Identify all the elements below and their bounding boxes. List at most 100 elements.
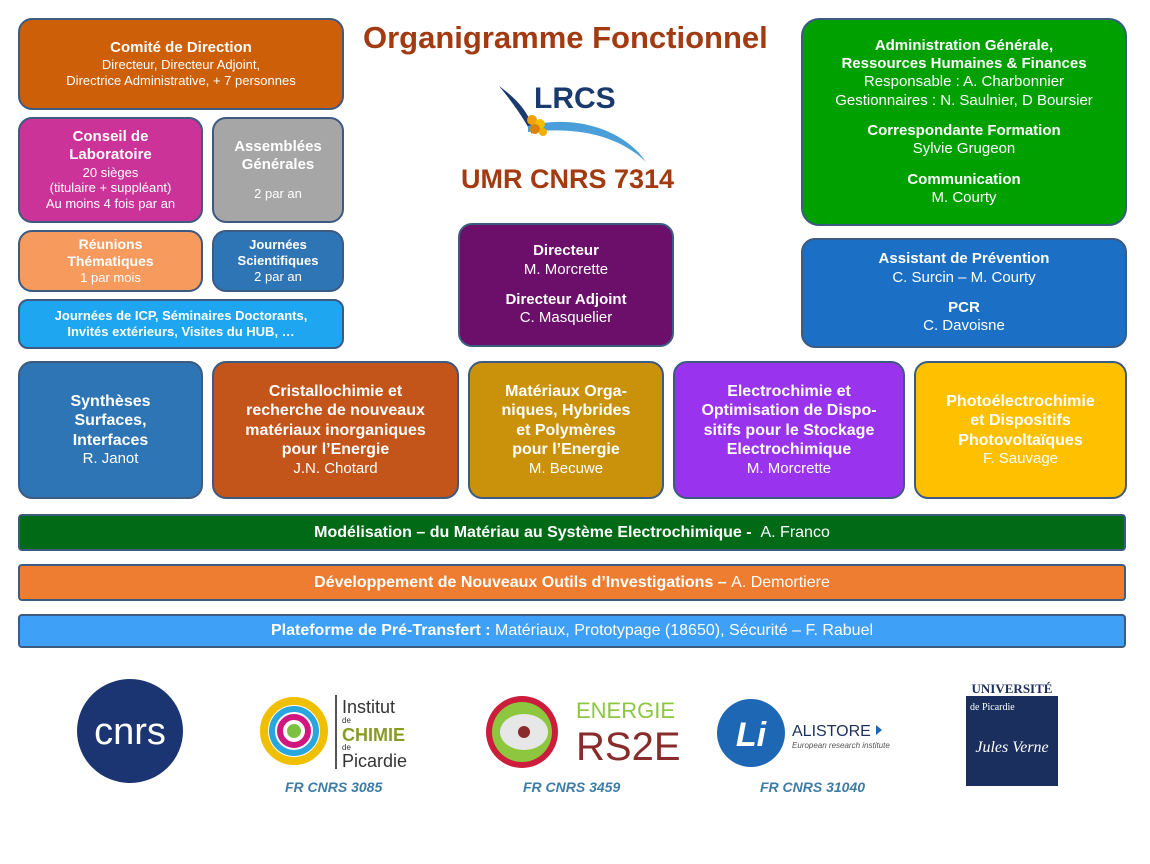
rs2e-logo-rs2e: RS2E	[576, 725, 681, 769]
lrcs-text: LRCS	[534, 82, 616, 115]
theme-box-cristallochimie: Cristallochimie et recherche de nouveaux…	[212, 361, 459, 499]
theme-title-line: pour l’Energie	[281, 441, 390, 459]
directeur-adjoint-name: C. Masquelier	[519, 309, 613, 327]
modelisation-label: Modélisation – du Matériau au Système El…	[314, 523, 752, 541]
icp-line2: Invités extérieurs, Visites du HUB, …	[67, 324, 295, 339]
developpement-person: A. Demortiere	[731, 573, 830, 591]
admin-responsable: Responsable : A. Charbonnier	[863, 73, 1065, 91]
admin-formation-title: Correspondante Formation	[867, 122, 1061, 139]
pcr-title: PCR	[948, 299, 980, 316]
theme-title-line: pour l’Energie	[512, 441, 620, 459]
theme-title-line: Electrochimie et	[727, 382, 851, 400]
theme-title-line: et Dispositifs	[970, 412, 1071, 430]
alistore-logo-subtitle: European research institute	[792, 741, 890, 750]
theme-title-line: Synthèses	[70, 392, 151, 410]
fr-cnrs-3085: FR CNRS 3085	[285, 779, 383, 795]
theme-title-line: Photovoltaïques	[958, 431, 1083, 449]
journees-box: Journées Scientifiques 2 par an	[212, 230, 344, 292]
theme-title-line: Electrochimique	[726, 441, 852, 459]
lrcs-swoosh-right	[528, 121, 646, 162]
prevention-title: Assistant de Prévention	[878, 250, 1050, 268]
icp-line1: Journées de ICP, Séminaires Doctorants,	[54, 308, 308, 324]
plateforme-detail: Matériaux, Prototypage (18650), Sécurité…	[495, 622, 874, 639]
fr-cnrs-3459: FR CNRS 3459	[523, 779, 621, 795]
directeur-adjoint-title: Directeur Adjoint	[505, 291, 627, 308]
admin-communication-name: M. Courty	[931, 188, 997, 206]
journees-freq: 2 par an	[254, 268, 302, 284]
icp-logo: Institut de CHIMIE de Picardie	[260, 695, 407, 771]
directeur-name: M. Morcrette	[523, 260, 609, 278]
umr-label: UMR CNRS 7314	[461, 164, 675, 194]
reunions-freq: 1 par mois	[80, 270, 141, 286]
icp-logo-de2: de	[342, 743, 351, 752]
theme-person: M. Becuwe	[528, 459, 604, 477]
admin-formation-name: Sylvie Grugeon	[912, 140, 1016, 158]
comite-title: Comité de Direction	[110, 38, 252, 56]
icp-logo-chimie: CHIMIE	[342, 725, 405, 745]
prevention-box: Assistant de Prévention C. Surcin – M. C…	[801, 238, 1127, 348]
icp-events-box: Journées de ICP, Séminaires Doctorants, …	[18, 299, 344, 349]
assemblees-title2: Générales	[241, 156, 315, 174]
upjv-logo: UNIVERSITÉ de Picardie Jules Verne	[966, 681, 1058, 786]
conseil-laboratoire-box: Conseil de Laboratoire 20 sièges (titula…	[18, 117, 203, 223]
directeur-box: Directeur M. Morcrette Directeur Adjoint…	[458, 223, 674, 347]
admin-communication-title: Communication	[907, 170, 1021, 188]
alistore-logo-name: ALISTORE	[792, 723, 871, 740]
prevention-names: C. Surcin – M. Courty	[892, 268, 1036, 286]
conseil-title1: Conseil de	[72, 127, 149, 145]
conseil-line2: (titulaire + suppléant)	[49, 180, 172, 196]
theme-person: J.N. Chotard	[293, 459, 378, 477]
plateforme-bar: Plateforme de Pré-Transfert : Matériaux,…	[18, 614, 1126, 648]
alistore-logo: Li ALISTORE European research institute	[717, 699, 890, 767]
reunions-title1: Réunions	[78, 235, 143, 252]
administration-box: Administration Générale, Ressources Huma…	[801, 18, 1127, 226]
journees-title2: Scientifiques	[237, 253, 319, 269]
reunions-box: Réunions Thématiques 1 par mois	[18, 230, 203, 292]
theme-box-materiaux-organiques: Matériaux Orga- niques, Hybrides et Poly…	[468, 361, 664, 499]
comite-line1: Directeur, Directeur Adjoint,	[101, 57, 261, 73]
theme-title-line: niques, Hybrides	[501, 402, 631, 420]
theme-title-line: Matériaux Orga-	[505, 382, 627, 400]
rs2e-logo-energie: ENERGIE	[576, 698, 675, 723]
page-title: Organigramme Fonctionnel	[363, 20, 768, 55]
theme-person: F. Sauvage	[982, 450, 1059, 468]
reunions-title2: Thématiques	[67, 253, 154, 270]
icp-logo-picardie: Picardie	[342, 751, 407, 771]
theme-person: M. Morcrette	[746, 459, 832, 477]
modelisation-person: A. Franco	[760, 523, 830, 541]
fr-cnrs-31040: FR CNRS 31040	[760, 779, 866, 795]
theme-person: R. Janot	[82, 450, 139, 468]
comite-direction-box: Comité de Direction Directeur, Directeur…	[18, 18, 344, 110]
upjv-logo-signature: Jules Verne	[975, 739, 1048, 756]
cnrs-logo-text: cnrs	[94, 711, 166, 753]
theme-title-line: Optimisation de Dispo-	[701, 402, 877, 420]
theme-title-line: et Polymères	[516, 421, 616, 439]
assemblees-title1: Assemblées	[234, 137, 322, 155]
developpement-label: Développement de Nouveaux Outils d’Inves…	[314, 573, 727, 591]
upjv-logo-picardie: de Picardie	[970, 702, 1015, 713]
theme-box-electrochimie: Electrochimie et Optimisation de Dispo- …	[673, 361, 905, 499]
theme-title-line: sitifs pour le Stockage	[703, 421, 875, 439]
theme-title-line: Surfaces,	[74, 412, 147, 430]
conseil-line3: Au moins 4 fois par an	[45, 196, 176, 212]
conseil-line1: 20 sièges	[82, 164, 139, 180]
theme-title-line: matériaux inorganiques	[245, 421, 426, 439]
modelisation-bar: Modélisation – du Matériau au Système El…	[18, 514, 1126, 551]
admin-gestionnaires: Gestionnaires : N. Saulnier, D Boursier	[835, 91, 1093, 109]
admin-title2: Ressources Humaines & Finances	[841, 55, 1087, 73]
assemblees-freq: 2 par an	[254, 186, 302, 202]
conseil-title2: Laboratoire	[69, 146, 152, 164]
theme-title-line: recherche de nouveaux	[246, 402, 425, 420]
journees-title1: Journées	[249, 237, 307, 253]
plateforme-label: Plateforme de Pré-Transfert :	[270, 622, 491, 639]
icp-logo-de1: de	[342, 716, 351, 725]
icp-logo-institut: Institut	[342, 697, 395, 717]
cnrs-logo: cnrs	[77, 679, 183, 783]
pcr-name: C. Davoisne	[923, 317, 1005, 335]
theme-title-line: Cristallochimie et	[268, 382, 403, 400]
theme-box-photoelectrochimie: Photoélectrochimie et Dispositifs Photov…	[914, 361, 1127, 499]
directeur-title: Directeur	[533, 242, 599, 260]
rs2e-logo: ENERGIE RS2E	[486, 696, 681, 769]
lrcs-logo: LRCS	[499, 82, 646, 162]
upjv-logo-universite: UNIVERSITÉ	[972, 681, 1053, 696]
